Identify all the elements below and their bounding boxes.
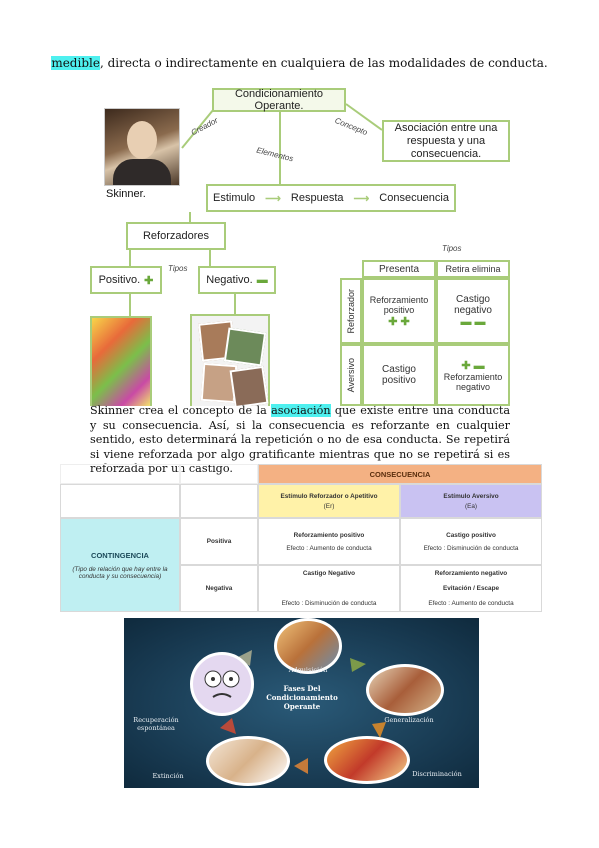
extinction-label: Extinción xyxy=(152,772,184,780)
recovery-face-icon xyxy=(190,652,254,716)
row-positive: Positiva xyxy=(180,518,258,565)
intro-line: medible, directa o indirectamente en cua… xyxy=(0,56,599,70)
cycle-arrows xyxy=(220,650,386,774)
minus-icon: ▬ xyxy=(256,274,268,286)
plus-minus-icon: ✚ ▬ xyxy=(461,359,485,372)
col-present: Presenta xyxy=(362,260,436,278)
col-remove: Retira elimina xyxy=(436,260,510,278)
appetitive-col: Estímulo Reforzador o Apetitivo(Er) xyxy=(258,484,400,518)
plus-icon: ✚ ✚ xyxy=(388,315,410,328)
discrimination-photo xyxy=(324,736,410,784)
operant-conditioning-diagram: Condicionamiento Operante. Creador Conce… xyxy=(90,84,510,406)
row-aversive: Aversivo xyxy=(340,344,362,406)
intro-rest: , directa o indirectamente en cualquiera… xyxy=(99,56,548,70)
generalization-label: Generalización xyxy=(384,716,434,724)
minus-icon: ▬ ▬ xyxy=(460,316,486,328)
aversive-col: Estímulo Aversivo(Ea) xyxy=(400,484,542,518)
blank-cell xyxy=(60,484,180,518)
cell-negative-punishment: Castigo negativo ▬ ▬ xyxy=(436,278,510,344)
acquisition-label: Adquisición xyxy=(288,666,328,674)
contingency-cell: CONTINGENCIA (Tipo de relación que hay e… xyxy=(60,518,180,612)
reinforcer-matrix: Presenta Retira elimina Reforzador Avers… xyxy=(340,260,510,406)
body-paragraph: Skinner crea el concepto de la asociació… xyxy=(90,404,510,475)
cell-positive-reinforcement: Reforzamiento positivo ✚ ✚ xyxy=(362,278,436,344)
stimulus-text: Estimulo xyxy=(212,192,256,204)
stimulus-response-box: Estimulo ⟶ Respuesta ⟶ Consecuencia xyxy=(206,184,456,212)
blank-corner-2 xyxy=(180,464,258,484)
highlight-medible: medible xyxy=(51,56,100,70)
positive-text: Positivo. xyxy=(98,274,141,286)
phases-cycle-image: Adquisición Generalización Discriminació… xyxy=(124,618,479,788)
tipos-right-label: Tipos xyxy=(442,244,462,253)
recovery-label: Recuperación espontánea xyxy=(133,716,179,732)
cell-negative-reinforcement: ✚ ▬ Reforzamiento negativo xyxy=(436,344,510,406)
arrow-icon: ⟶ xyxy=(353,192,370,205)
skinner-photo xyxy=(104,108,180,186)
person-name: Skinner. xyxy=(106,188,146,200)
positive-box: Positivo. ✚ xyxy=(90,266,162,294)
discrimination-label: Discriminación xyxy=(412,770,462,778)
response-text: Respuesta xyxy=(290,192,344,204)
blank-cell-2 xyxy=(180,484,258,518)
concept-box: Asociación entre una respuesta y una con… xyxy=(382,120,510,162)
cycle-center-title: Fases Del Condicionamiento Operante xyxy=(266,684,338,711)
acquisition-photo xyxy=(274,618,342,674)
negative-text: Negativo. xyxy=(206,274,253,286)
positive-example-image xyxy=(90,316,152,406)
row-negative: Negativa xyxy=(180,565,258,612)
generalization-photo xyxy=(366,664,444,716)
cell-positive-punishment: Castigo positivo xyxy=(362,344,436,406)
negative-example-image xyxy=(190,314,270,406)
negative-box: Negativo. ▬ xyxy=(198,266,276,294)
arrow-icon: ⟶ xyxy=(265,192,281,205)
contingency-table: CONSECUENCIA Estímulo Reforzador o Apeti… xyxy=(60,464,542,612)
consequence-header: CONSECUENCIA xyxy=(258,464,542,484)
highlight-asociacion: asociación xyxy=(271,404,331,417)
title-box: Condicionamiento Operante. xyxy=(212,88,346,112)
row-reinforcer: Reforzador xyxy=(340,278,362,344)
plus-icon: ✚ xyxy=(144,274,154,287)
consequence-text: Consecuencia xyxy=(379,192,449,204)
blank-corner xyxy=(60,464,180,484)
extinction-photo xyxy=(206,736,290,786)
reinforcers-box: Reforzadores xyxy=(126,222,226,250)
tipos-left-label: Tipos xyxy=(168,264,188,273)
